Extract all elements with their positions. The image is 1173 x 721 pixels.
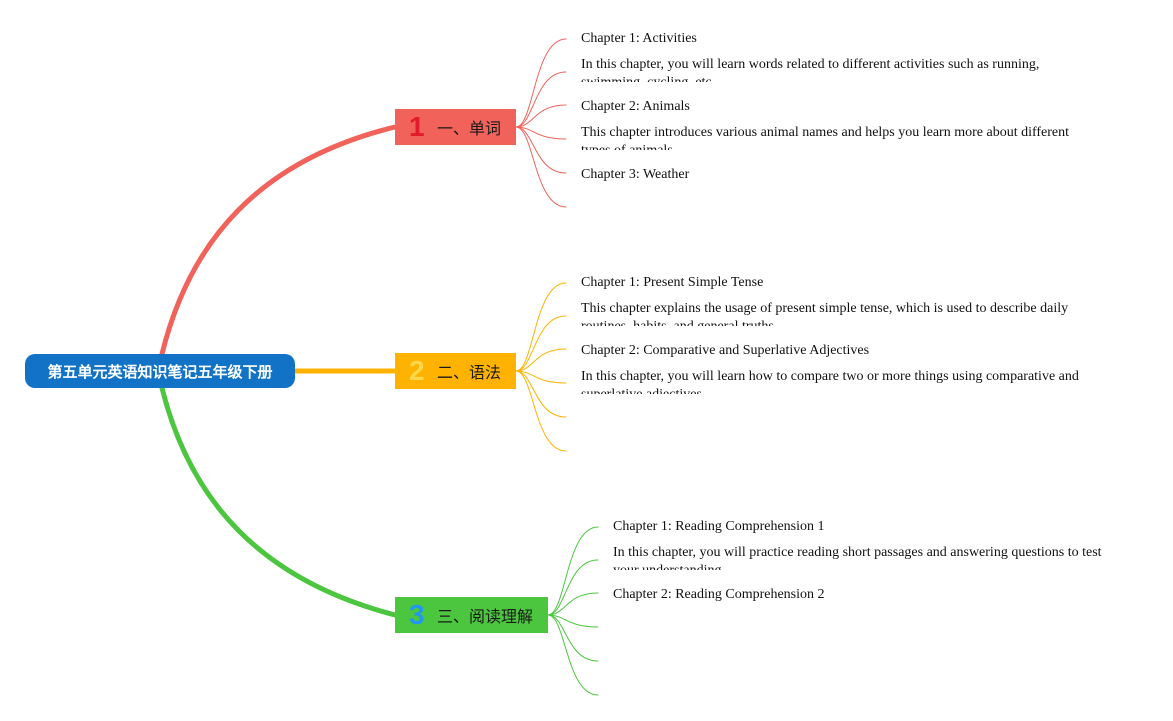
leaf-connector xyxy=(547,592,599,616)
leaf-connector xyxy=(515,126,567,174)
leaf-connector xyxy=(515,104,567,128)
branch-label: 一、单词 xyxy=(437,119,502,138)
leaf-topic[interactable]: Chapter 1: Present Simple Tense xyxy=(581,275,764,290)
leaf-connector xyxy=(515,126,567,208)
leaf-connector xyxy=(547,614,599,662)
leaf-connector xyxy=(515,315,567,372)
branch-label: 二、语法 xyxy=(437,363,502,382)
leaf-connector xyxy=(547,614,599,696)
leaf-topic[interactable]: Chapter 2: Reading Comprehension 2 xyxy=(613,587,825,602)
leaf-topic[interactable]: Chapter 2: Animals xyxy=(581,99,690,114)
leaf-connector xyxy=(515,370,567,418)
number-2-icon: 2 xyxy=(409,355,425,386)
leaf-description[interactable]: This chapter introduces various animal n… xyxy=(581,125,1070,150)
leaf-connector xyxy=(547,559,599,616)
branch-label: 三、阅读理解 xyxy=(437,607,534,626)
branch-vocabulary[interactable]: 1 一、单词 xyxy=(395,109,516,145)
leaf-connector xyxy=(515,348,567,372)
leaf-connector xyxy=(547,526,599,616)
number-1-icon: 1 xyxy=(409,111,425,142)
number-3-icon: 3 xyxy=(409,599,425,630)
root-topic[interactable]: 第五单元英语知识笔记五年级下册 xyxy=(25,354,295,388)
main-connector xyxy=(159,124,398,357)
leaf-description[interactable]: In this chapter, you will practice readi… xyxy=(613,545,1102,570)
root-topic-label: 第五单元英语知识笔记五年级下册 xyxy=(47,362,273,381)
leaf-connector xyxy=(515,370,567,452)
main-connector xyxy=(159,385,398,618)
leaf-connector xyxy=(515,38,567,128)
leaf-topic[interactable]: Chapter 2: Comparative and Superlative A… xyxy=(581,343,870,358)
leaf-topic[interactable]: Chapter 3: Weather xyxy=(581,167,690,182)
leaf-topic[interactable]: Chapter 1: Reading Comprehension 1 xyxy=(613,519,825,534)
branch-grammar[interactable]: 2 二、语法 xyxy=(395,353,516,389)
leaf-description[interactable]: This chapter explains the usage of prese… xyxy=(581,301,1069,326)
leaf-description[interactable]: In this chapter, you will learn words re… xyxy=(581,57,1040,82)
branch-reading[interactable]: 3 三、阅读理解 xyxy=(395,597,548,633)
leaf-connector xyxy=(515,71,567,128)
leaf-topic[interactable]: Chapter 1: Activities xyxy=(581,31,697,46)
leaf-connector xyxy=(515,282,567,372)
leaf-description[interactable]: In this chapter, you will learn how to c… xyxy=(581,369,1079,394)
